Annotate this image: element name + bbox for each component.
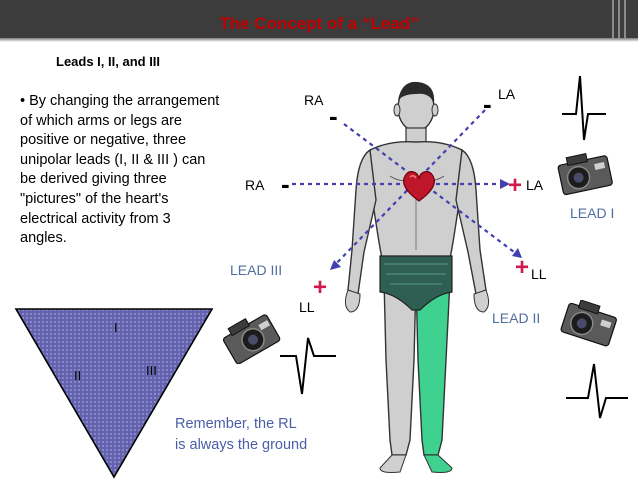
lead-iii-arrowhead: [330, 260, 341, 270]
ecg-waveform-icon: [566, 363, 628, 419]
triangle-label-ii: II: [74, 368, 82, 383]
lead-iii-axis: [329, 109, 486, 271]
label-ra-mid: RA: [245, 177, 265, 193]
slide-title: The Concept of a “Lead”: [219, 14, 419, 33]
ecg-waveform-icon: [280, 337, 336, 395]
bullet-text: • By changing the arrangement of which a…: [20, 93, 220, 247]
lead-ii-arrowhead: [512, 248, 522, 258]
camera-icon: [222, 314, 281, 364]
minus-sign: -: [483, 89, 492, 119]
label-ra-top: RA: [304, 92, 324, 108]
plus-sign: +: [515, 254, 530, 281]
ecg-waveform-icon: [562, 75, 606, 141]
header-stripe: [618, 0, 620, 38]
label-la-top: LA: [498, 86, 516, 102]
header-stripe: [612, 0, 614, 38]
ground-note-line2: is always the ground: [175, 437, 308, 453]
ground-note-line1: Remember, the RL: [175, 416, 297, 432]
header-stripe: [624, 0, 626, 38]
einthoven-triangle: [14, 308, 214, 479]
triangle-label-i: I: [114, 320, 118, 335]
slide-subtitle: Leads I, II, and III: [56, 54, 161, 69]
slide-header: [0, 0, 638, 46]
label-ll-right: LL: [531, 266, 547, 282]
header-bar: [0, 0, 638, 38]
lead-i-label: LEAD I: [570, 205, 615, 221]
ground-note: Remember, the RL is always the ground: [175, 414, 307, 456]
label-ll-left: LL: [299, 299, 315, 315]
plus-sign: +: [508, 172, 523, 199]
lead-iii-label: LEAD III: [230, 262, 283, 278]
label-la-mid: LA: [526, 177, 544, 193]
lead-ii-label: LEAD II: [492, 310, 541, 326]
camera-icon: [557, 153, 613, 196]
minus-sign: -: [281, 169, 290, 199]
header-shadow: [0, 38, 638, 42]
heart-icon: [402, 171, 436, 202]
minus-sign: -: [329, 101, 338, 131]
camera-icon: [560, 300, 617, 347]
triangle-label-iii: III: [146, 363, 157, 378]
human-figure: [344, 81, 490, 473]
lead-i-arrowhead: [500, 179, 510, 189]
plus-sign: +: [313, 274, 328, 301]
lead-ii-axis: [343, 123, 523, 259]
